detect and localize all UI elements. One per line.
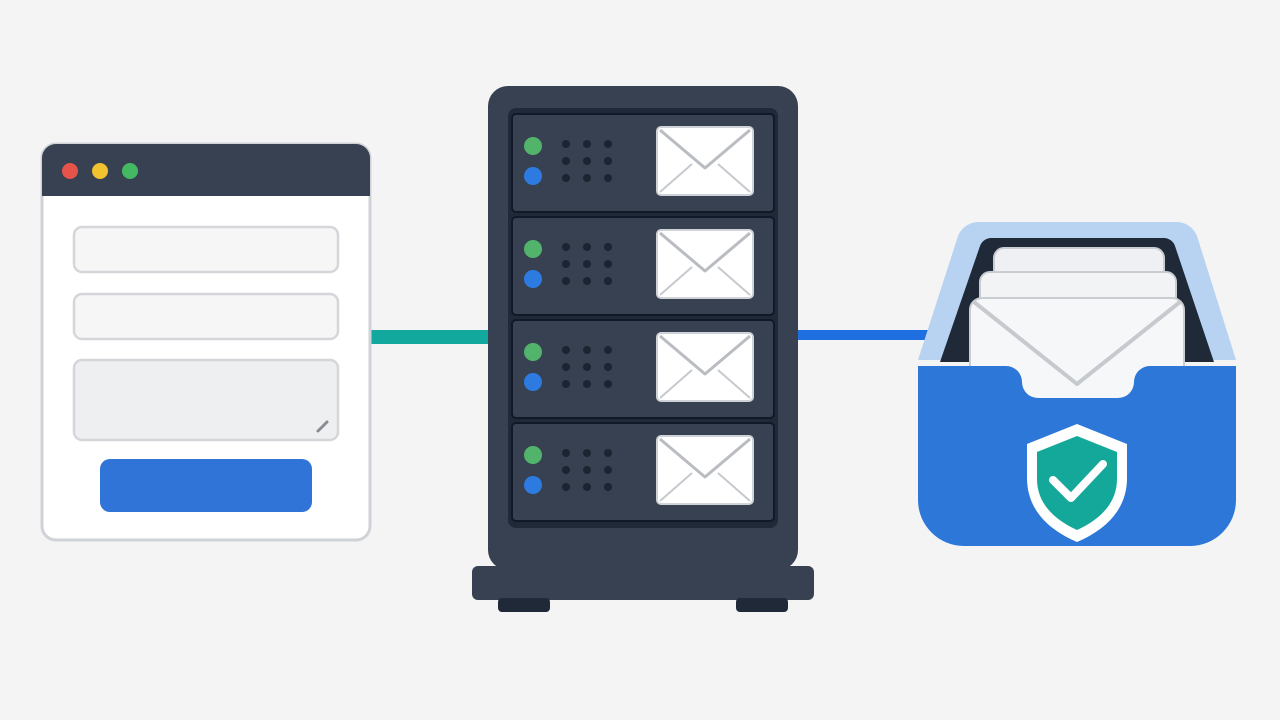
shield-check-icon xyxy=(1027,424,1127,542)
vent-dots-icon xyxy=(562,243,612,285)
envelope-icon xyxy=(656,332,754,402)
window-minimize-icon[interactable] xyxy=(92,163,108,179)
stacked-envelopes-icon xyxy=(969,247,1185,411)
server-slots xyxy=(511,113,775,522)
vent-dots-icon xyxy=(562,346,612,388)
envelope-icon xyxy=(656,229,754,299)
status-led-green-icon xyxy=(524,343,542,361)
status-led-blue-icon xyxy=(524,476,542,494)
server-slot xyxy=(511,216,775,316)
browser-form-window xyxy=(40,142,372,542)
window-maximize-icon[interactable] xyxy=(122,163,138,179)
status-led-blue-icon xyxy=(524,270,542,288)
envelope-icon xyxy=(656,435,754,505)
window-close-icon[interactable] xyxy=(62,163,78,179)
server-foot-left xyxy=(498,598,550,612)
status-led-blue-icon xyxy=(524,373,542,391)
envelope-icon xyxy=(656,126,754,196)
vent-dots-icon xyxy=(562,140,612,182)
status-led-green-icon xyxy=(524,446,542,464)
inbox-tray xyxy=(918,221,1236,546)
server-foot-right xyxy=(736,598,788,612)
status-led-green-icon xyxy=(524,137,542,155)
form-submit-button[interactable] xyxy=(100,459,312,512)
textarea-resize-handle-icon[interactable] xyxy=(316,420,329,433)
status-led-green-icon xyxy=(524,240,542,258)
form-textarea[interactable] xyxy=(72,358,340,442)
connector-form-to-server xyxy=(368,330,492,344)
server-slot xyxy=(511,422,775,522)
server-slot xyxy=(511,113,775,213)
server-base xyxy=(472,566,814,600)
vent-dots-icon xyxy=(562,449,612,491)
server-slot xyxy=(511,319,775,419)
status-led-blue-icon xyxy=(524,167,542,185)
server-rack xyxy=(472,86,814,612)
browser-title-bar xyxy=(42,144,370,196)
connector-server-to-inbox xyxy=(796,330,934,340)
form-input-2[interactable] xyxy=(72,292,340,341)
form-input-1[interactable] xyxy=(72,225,340,274)
